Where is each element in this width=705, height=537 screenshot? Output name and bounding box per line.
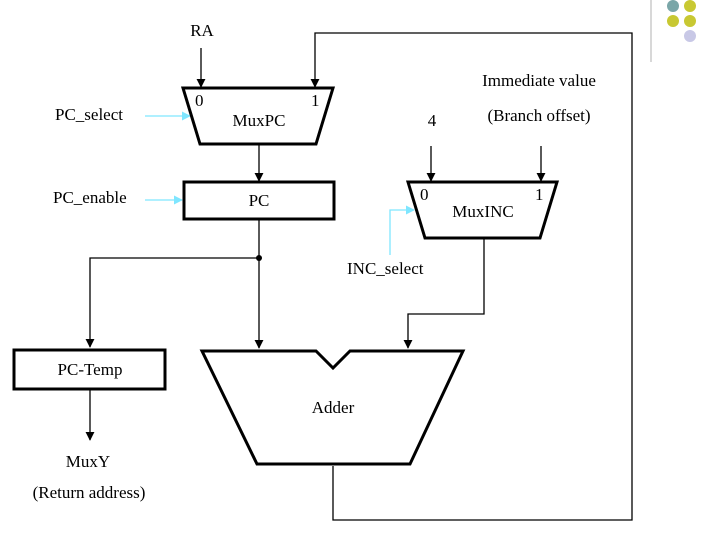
pctemp-register: PC-Temp <box>12 348 167 391</box>
ra-label: RA <box>190 21 214 40</box>
muxpc-in0-label: 0 <box>195 91 204 110</box>
adder-shape <box>199 349 466 466</box>
return-address-label: (Return address) <box>33 483 146 502</box>
signal-labels: RA Immediate value (Branch offset) 4 PC_… <box>53 21 596 278</box>
slide-decoration <box>650 0 696 62</box>
muxpc-shape <box>180 86 336 146</box>
decor-dot-lavender <box>684 30 696 42</box>
decor-dot-teal <box>667 0 679 12</box>
wire-inc-select <box>389 205 415 255</box>
adder-label: Adder <box>312 398 355 417</box>
pc-label: PC <box>249 191 270 210</box>
muxpc-label: MuxPC <box>233 111 286 130</box>
output-labels: MuxY (Return address) <box>33 452 146 502</box>
muxinc-in1-label: 1 <box>535 185 544 204</box>
decor-dot-olive <box>667 15 679 27</box>
wire-pc-to-pctemp <box>85 257 259 348</box>
muxinc-shape <box>405 180 560 240</box>
pc-select-label: PC_select <box>55 105 123 124</box>
wire-adder-feedback <box>310 32 633 521</box>
inc-select-label: INC_select <box>347 259 424 278</box>
decor-dot-olive <box>684 0 696 12</box>
muxinc-block: 0 1 MuxINC <box>405 180 560 240</box>
control-wires <box>145 111 415 255</box>
muxpc-block: 0 1 MuxPC <box>180 86 336 146</box>
data-wires <box>85 32 633 521</box>
pc-register: PC <box>182 180 336 221</box>
decor-dot-olive <box>684 15 696 27</box>
pc-enable-label: PC_enable <box>53 188 127 207</box>
pctemp-label: PC-Temp <box>58 360 123 379</box>
adder-block: Adder <box>199 349 466 466</box>
branch-offset-label: (Branch offset) <box>487 106 590 125</box>
muxpc-in1-label: 1 <box>311 91 320 110</box>
pc-box <box>182 180 336 221</box>
muxinc-in0-label: 0 <box>420 185 429 204</box>
wire-muxinc-to-adder <box>403 239 485 349</box>
muxy-label: MuxY <box>66 452 110 471</box>
pctemp-box <box>12 348 167 391</box>
immediate-value-label: Immediate value <box>482 71 596 90</box>
muxinc-label: MuxINC <box>452 202 513 221</box>
constant-four-label: 4 <box>428 111 437 130</box>
